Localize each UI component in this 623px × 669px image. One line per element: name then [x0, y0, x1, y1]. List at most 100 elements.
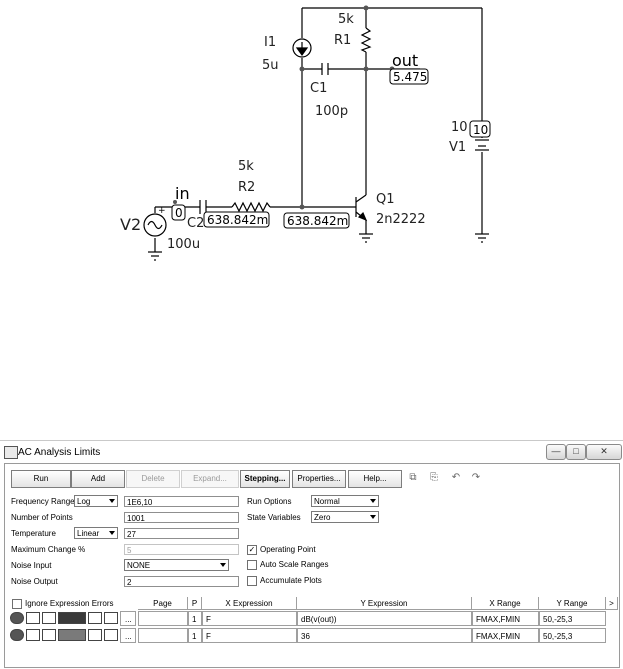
- capacitor-c1[interactable]: [321, 63, 329, 75]
- plot-expressions-table: Ignore Expression Errors Page P X Expres…: [8, 597, 618, 663]
- frequency-range-input[interactable]: 1E6,10: [124, 496, 239, 507]
- run-options-value: Normal: [314, 497, 340, 506]
- table-row[interactable]: ... 1 F 36 FMAX,FMIN 50,-25,3: [8, 628, 618, 643]
- properties-button[interactable]: Properties...: [292, 470, 346, 488]
- noise-input-select[interactable]: NONE: [124, 559, 229, 571]
- i1-name: I1: [264, 35, 276, 50]
- color-swatch[interactable]: [58, 612, 86, 624]
- grid-icon[interactable]: [88, 629, 102, 641]
- operating-point-checkbox[interactable]: ✓: [247, 545, 257, 555]
- c2-voltage-box: [203, 211, 270, 228]
- c1-value: 100p: [315, 104, 348, 119]
- scroll-right-button[interactable]: >: [606, 597, 618, 610]
- voltage-source-v1[interactable]: [475, 139, 489, 151]
- run-options-label: Run Options: [247, 497, 292, 506]
- lines-icon[interactable]: [42, 612, 56, 624]
- auto-scale-ranges-checkbox[interactable]: [247, 560, 257, 570]
- redo-icon[interactable]: ↷: [471, 472, 481, 483]
- run-button[interactable]: Run: [11, 470, 71, 488]
- temperature-mode-value: Linear: [77, 529, 100, 538]
- c2-name: C2: [187, 216, 204, 231]
- transistor-q1[interactable]: [355, 194, 368, 222]
- cell-page[interactable]: [138, 628, 188, 643]
- cell-y-expression[interactable]: dB(v(out)): [297, 611, 472, 626]
- accumulate-plots-checkbox[interactable]: [247, 576, 257, 586]
- state-variables-label: State Variables: [247, 513, 301, 522]
- delete-button[interactable]: Delete: [126, 470, 180, 488]
- auto-scale-ranges-label: Auto Scale Ranges: [260, 560, 329, 569]
- cell-page[interactable]: [138, 611, 188, 626]
- temperature-mode-select[interactable]: Linear: [74, 527, 118, 539]
- number-of-points-input[interactable]: 1001: [124, 512, 239, 523]
- color-swatch[interactable]: [58, 629, 86, 641]
- cell-x-range[interactable]: FMAX,FMIN: [472, 628, 539, 643]
- minimize-button[interactable]: —: [546, 444, 566, 460]
- paste-icon[interactable]: ⎘: [430, 472, 438, 483]
- column-header-x-expression[interactable]: X Expression: [202, 597, 297, 610]
- state-variables-select[interactable]: Zero: [311, 511, 379, 523]
- cell-x-expression[interactable]: F: [202, 611, 297, 626]
- base-voltage-box: [283, 212, 350, 229]
- grid-icon[interactable]: [88, 612, 102, 624]
- check-circle-icon[interactable]: [10, 629, 24, 641]
- current-source-i1[interactable]: [292, 38, 312, 58]
- chevron-down-icon: [109, 499, 115, 503]
- columns-icon[interactable]: [26, 629, 40, 641]
- noise-output-input[interactable]: 2: [124, 576, 239, 587]
- column-header-y-expression[interactable]: Y Expression: [297, 597, 472, 610]
- help-button[interactable]: Help...: [348, 470, 402, 488]
- cell-p[interactable]: 1: [188, 628, 202, 643]
- temperature-input[interactable]: 27: [124, 528, 239, 539]
- cell-y-expression[interactable]: 36: [297, 628, 472, 643]
- resistor-r1[interactable]: [360, 27, 372, 53]
- column-header-p[interactable]: P: [188, 597, 202, 610]
- out-voltage: 5.475: [393, 70, 427, 84]
- c1-name: C1: [310, 81, 327, 96]
- cell-x-range[interactable]: FMAX,FMIN: [472, 611, 539, 626]
- undo-icon[interactable]: ↶: [451, 472, 461, 483]
- maximum-change-input[interactable]: 5: [124, 544, 239, 555]
- schematic-canvas[interactable]: + I1 5u 5k R1 out 5.475 C1 100p 10 10 V1…: [0, 0, 623, 270]
- copy-icon[interactable]: ⧉: [409, 472, 417, 483]
- columns-icon[interactable]: [26, 612, 40, 624]
- column-header-page[interactable]: Page: [138, 597, 188, 610]
- more-button[interactable]: ...: [120, 611, 136, 626]
- frequency-range-mode-select[interactable]: Log: [74, 495, 118, 507]
- check-circle-icon[interactable]: [10, 612, 24, 624]
- chevron-down-icon: [109, 531, 115, 535]
- table-row[interactable]: ... 1 F dB(v(out)) FMAX,FMIN 50,-25,3: [8, 611, 618, 626]
- base-voltage: 638.842m: [287, 214, 348, 228]
- more-button[interactable]: ...: [120, 628, 136, 643]
- run-options-select[interactable]: Normal: [311, 495, 379, 507]
- maximize-button[interactable]: □: [566, 444, 586, 460]
- chevron-down-icon: [220, 563, 226, 567]
- stepping-button[interactable]: Stepping...: [240, 470, 290, 488]
- temperature-label: Temperature: [11, 529, 56, 538]
- expand-button[interactable]: Expand...: [181, 470, 239, 488]
- noise-input-value: NONE: [127, 561, 151, 570]
- state-variables-value: Zero: [314, 513, 331, 522]
- v1-name: V1: [449, 140, 466, 155]
- ignore-expression-errors-checkbox[interactable]: [12, 599, 22, 609]
- ground-icon: [475, 233, 489, 243]
- lines-icon[interactable]: [42, 629, 56, 641]
- in-node-label: in: [175, 184, 190, 203]
- cell-y-range[interactable]: 50,-25,3: [539, 628, 606, 643]
- ground-icon: [359, 233, 373, 243]
- ac-analysis-limits-dialog: AC Analysis Limits — □ ✕ Run Add Delete …: [0, 440, 623, 669]
- app-icon: [4, 446, 18, 459]
- waveform-icon[interactable]: [104, 612, 118, 624]
- v2-name: V2: [120, 215, 141, 234]
- cell-y-range[interactable]: 50,-25,3: [539, 611, 606, 626]
- column-header-y-range[interactable]: Y Range: [539, 597, 606, 610]
- waveform-icon[interactable]: [104, 629, 118, 641]
- close-button[interactable]: ✕: [586, 444, 622, 460]
- cell-p[interactable]: 1: [188, 611, 202, 626]
- resistor-r2[interactable]: [231, 201, 271, 213]
- r2-value: 5k: [238, 159, 254, 174]
- column-header-x-range[interactable]: X Range: [472, 597, 539, 610]
- cell-x-expression[interactable]: F: [202, 628, 297, 643]
- add-button[interactable]: Add: [71, 470, 125, 488]
- title-bar[interactable]: AC Analysis Limits — □ ✕: [0, 441, 623, 463]
- ac-source-v2[interactable]: [143, 213, 167, 237]
